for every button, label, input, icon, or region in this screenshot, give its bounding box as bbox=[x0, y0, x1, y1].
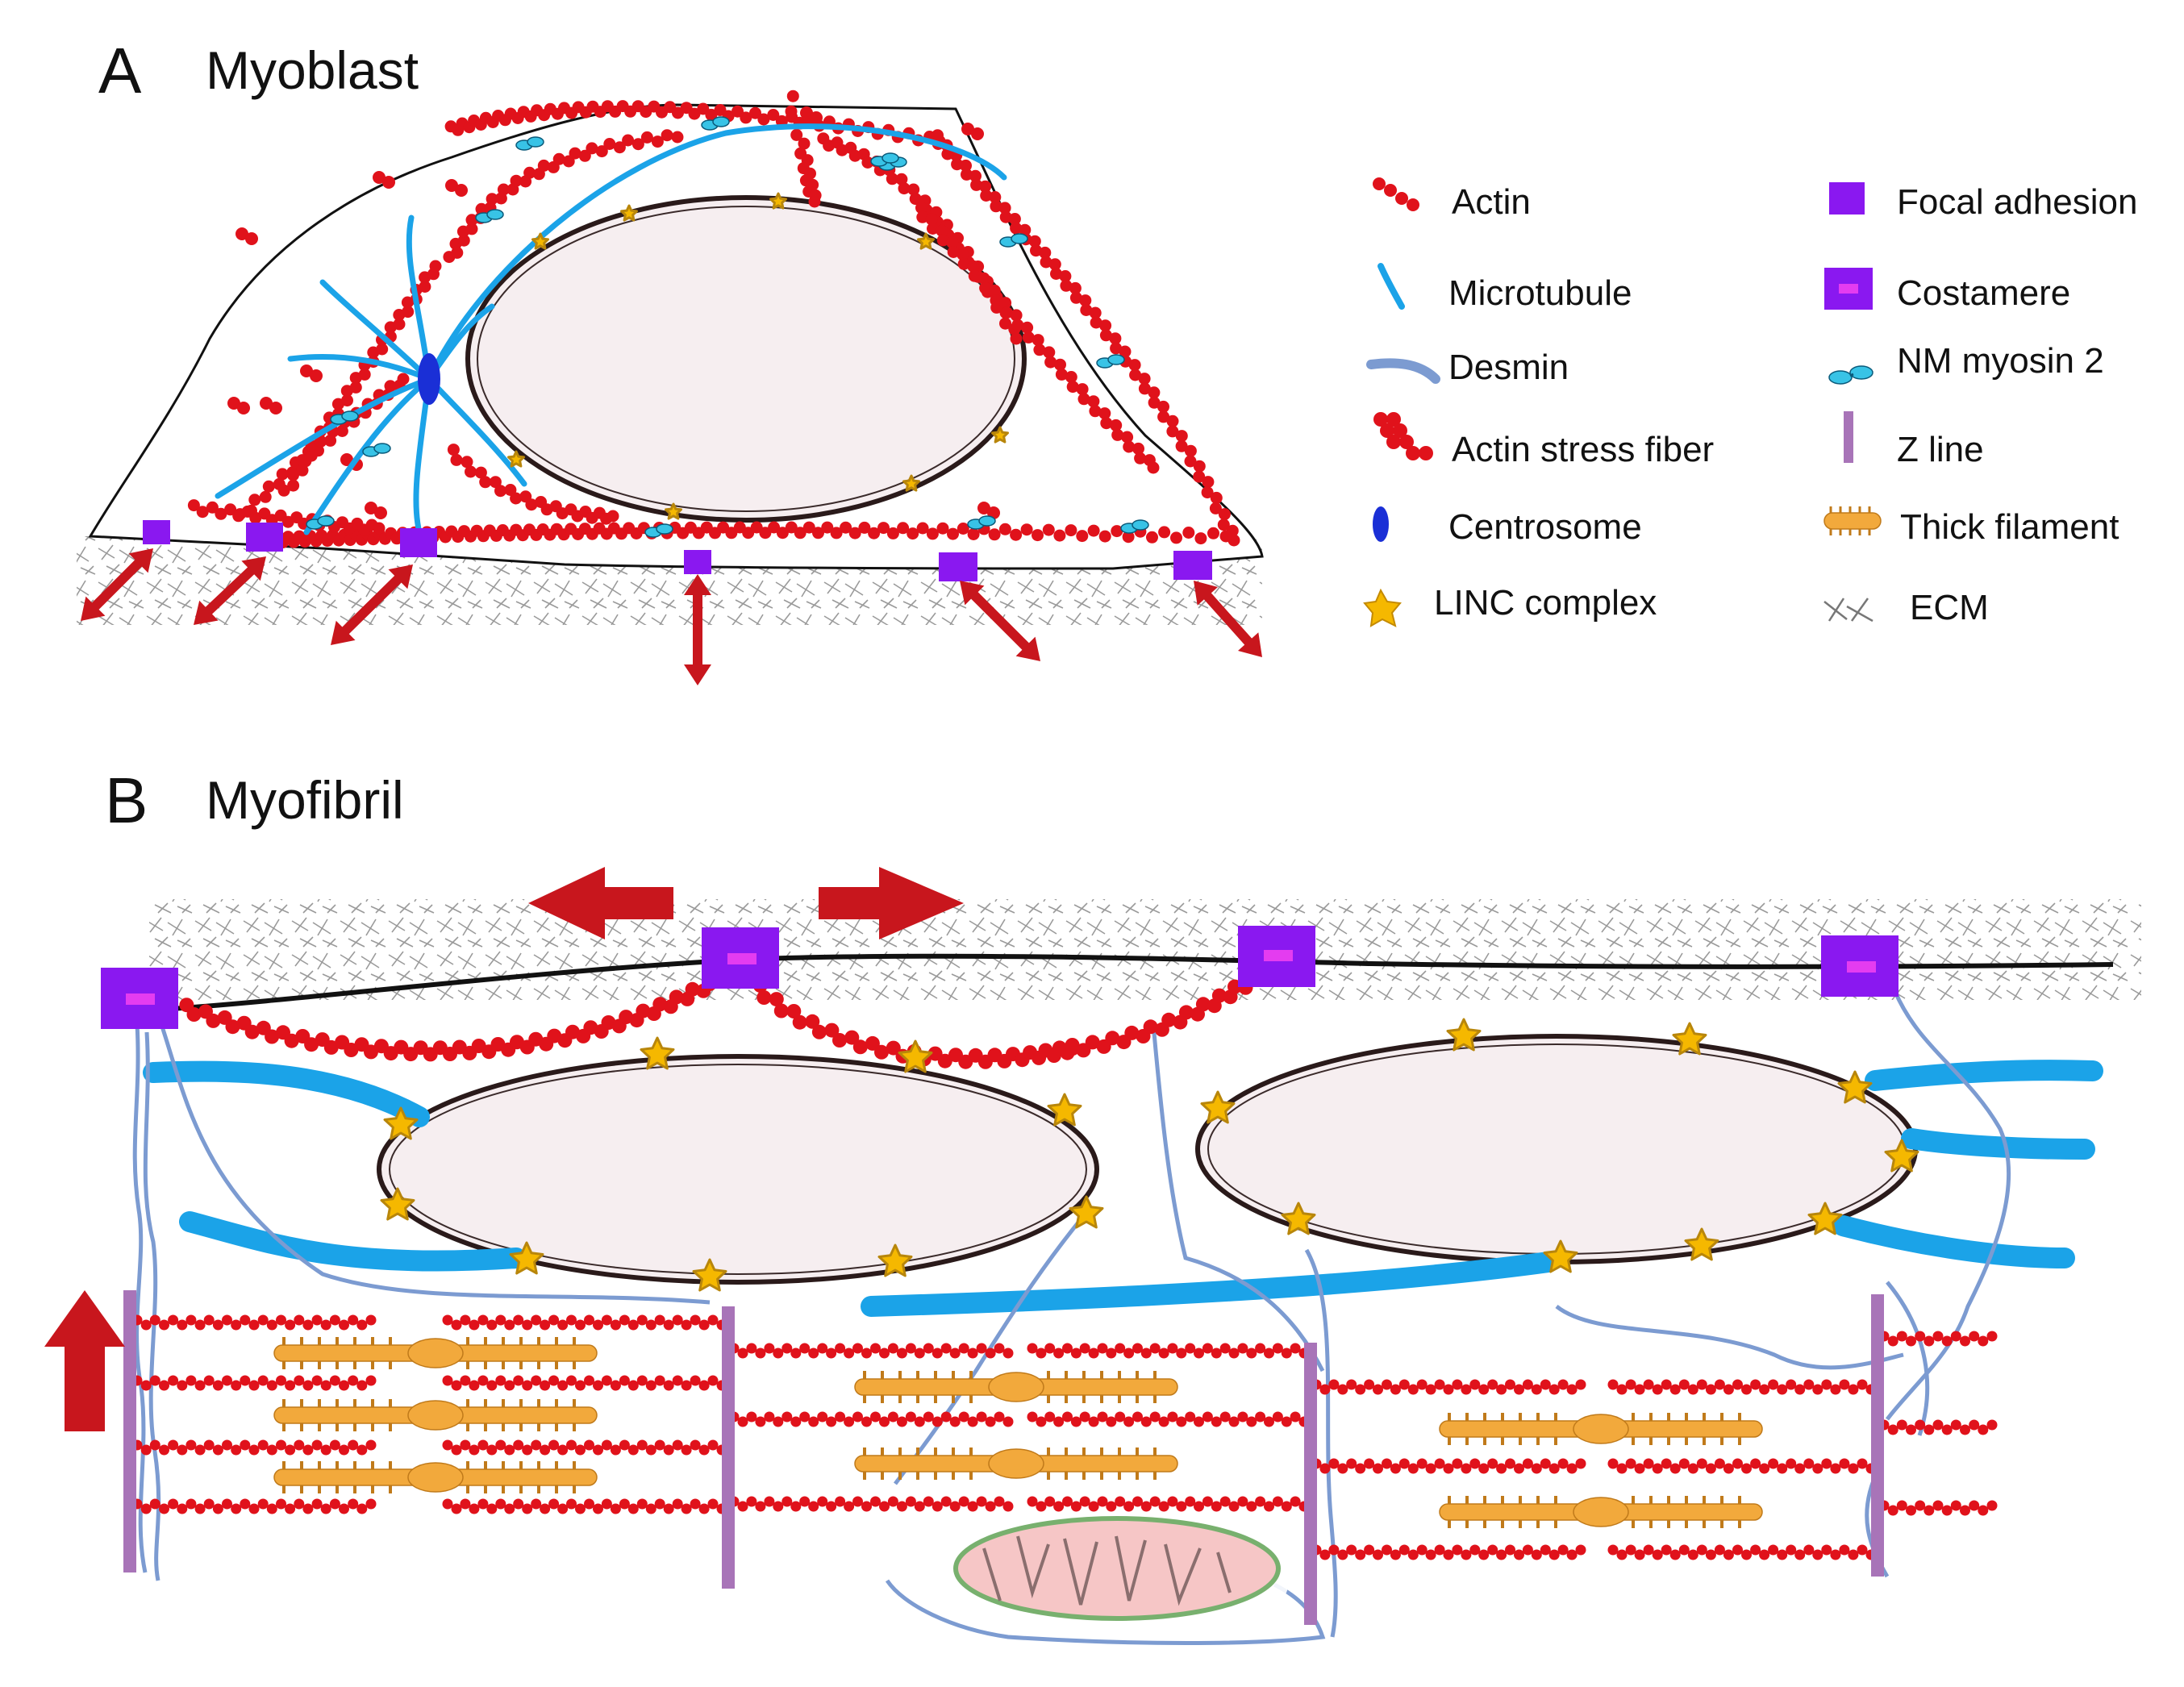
legend-label-actin-stress-fiber: Actin stress fiber bbox=[1452, 430, 1714, 469]
ecm-icon bbox=[1823, 598, 1873, 623]
microtubules-a bbox=[215, 123, 1007, 535]
panel-b-title: Myofibril bbox=[206, 770, 404, 830]
focal-adhesions bbox=[143, 520, 1212, 581]
legend-label-thick-filament: Thick filament bbox=[1900, 507, 2119, 547]
ecm-substrate-b bbox=[149, 899, 2141, 1000]
legend-label-desmin: Desmin bbox=[1448, 348, 1569, 387]
legend-label-focal-adhesion: Focal adhesion bbox=[1897, 182, 2137, 222]
focal-adhesion-icon bbox=[1829, 182, 1865, 215]
legend-label-z-line: Z line bbox=[1897, 430, 1984, 469]
legend-label-ecm: ECM bbox=[1910, 588, 1989, 627]
arrow-left bbox=[528, 867, 673, 939]
actin-icon bbox=[1373, 177, 1419, 211]
centrosome bbox=[418, 353, 440, 405]
arrow-up bbox=[44, 1290, 125, 1431]
nucleus-b-left bbox=[377, 1054, 1099, 1285]
legend: Actin Microtubule Desmin Actin stress fi… bbox=[1363, 177, 2137, 627]
legend-label-microtubule: Microtubule bbox=[1448, 273, 1632, 313]
costamere-icon bbox=[1824, 268, 1873, 310]
z-lines bbox=[123, 1290, 1884, 1625]
actin-stress-fiber-icon bbox=[1373, 412, 1433, 460]
microtubules-b bbox=[143, 1060, 2103, 1317]
nucleus-a bbox=[465, 195, 1027, 523]
nm-myosin-a bbox=[306, 116, 1149, 538]
linc-complexes-b bbox=[380, 1018, 1919, 1292]
traction-force-arrows bbox=[81, 548, 1262, 685]
legend-label-costamere: Costamere bbox=[1897, 273, 2070, 313]
legend-label-centrosome: Centrosome bbox=[1448, 507, 1642, 547]
linc-complexes-a bbox=[507, 192, 1009, 520]
costameres bbox=[101, 926, 1898, 1029]
legend-label-actin: Actin bbox=[1452, 182, 1531, 222]
mitochondrion bbox=[944, 1516, 1290, 1625]
arrow-right bbox=[819, 867, 964, 939]
desmin-icon bbox=[1366, 358, 1440, 384]
panel-b-letter: B bbox=[105, 764, 148, 836]
panel-a-letter: A bbox=[98, 35, 142, 106]
thick-filament-icon bbox=[1823, 506, 1882, 535]
nm-myosin-2-icon bbox=[1828, 365, 1873, 385]
legend-label-linc-complex: LINC complex bbox=[1434, 583, 1657, 623]
legend-label-nm-myosin-2: NM myosin 2 bbox=[1897, 341, 2104, 381]
force-arrows-b bbox=[44, 867, 964, 1431]
sarcolemma bbox=[160, 953, 2114, 1012]
microtubule-icon bbox=[1378, 263, 1405, 310]
sarcomeres bbox=[131, 1314, 1998, 1560]
linc-complex-icon bbox=[1363, 588, 1402, 627]
cortical-actin-b bbox=[179, 968, 1265, 1069]
centrosome-icon bbox=[1373, 506, 1389, 542]
z-line-icon bbox=[1844, 411, 1853, 463]
panel-a-title: Myoblast bbox=[206, 40, 419, 100]
